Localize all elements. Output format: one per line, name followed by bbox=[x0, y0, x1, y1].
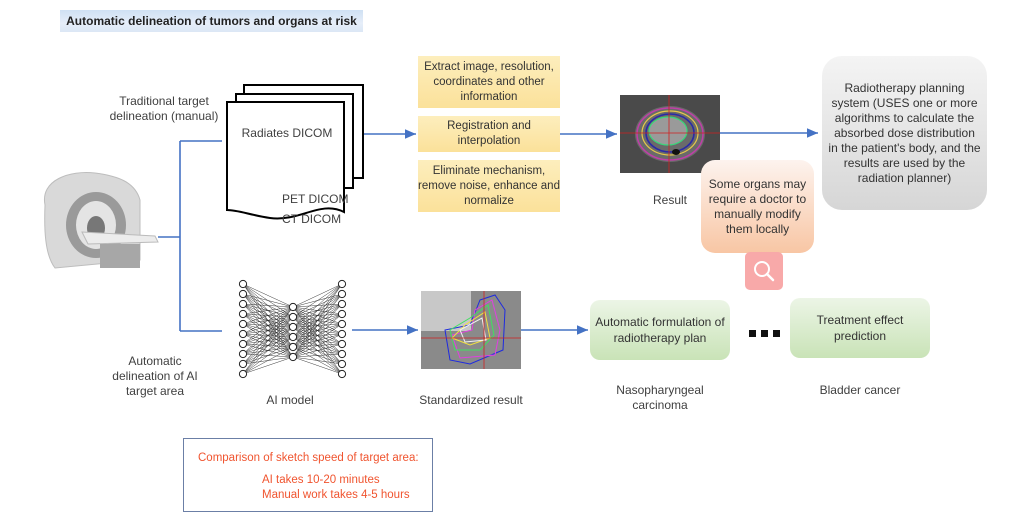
page-title: Automatic delineation of tumors and orga… bbox=[60, 10, 363, 32]
neuron-node bbox=[337, 299, 347, 309]
bladder-caption: Bladder cancer bbox=[819, 383, 901, 397]
neuron-node bbox=[238, 319, 248, 329]
comparison-ai: AI takes 10-20 minutes bbox=[262, 474, 380, 486]
neuron-node bbox=[288, 352, 298, 362]
ai-branch-label: Automatic delineation of AI target area bbox=[112, 354, 198, 398]
mri-scanner-icon bbox=[44, 171, 159, 269]
neuron-node bbox=[238, 339, 248, 349]
neuron-node bbox=[238, 299, 248, 309]
neuron-node bbox=[238, 359, 248, 369]
neuron-node bbox=[337, 289, 347, 299]
search-icon bbox=[754, 261, 775, 282]
comparison-heading: Comparison of sketch speed of target are… bbox=[198, 452, 419, 464]
neuron-node bbox=[288, 302, 298, 312]
neuron-node bbox=[288, 342, 298, 352]
preprocess-step-denoise: Eliminate mechanism, remove noise, enhan… bbox=[418, 160, 560, 212]
neuron-node bbox=[288, 322, 298, 332]
effect-prediction-box: Treatment effect prediction bbox=[790, 298, 930, 358]
ai-model-label: AI model bbox=[266, 393, 314, 407]
result-ct-image bbox=[620, 95, 720, 173]
ellipsis-icon-dot bbox=[773, 330, 780, 337]
pet-dicom-label: PET DICOM bbox=[282, 192, 349, 206]
neuron-node bbox=[337, 319, 347, 329]
standardized-result-image bbox=[421, 291, 521, 369]
neuron-node bbox=[337, 349, 347, 359]
neuron-node bbox=[238, 349, 248, 359]
neuron-node bbox=[288, 332, 298, 342]
neuron-node bbox=[337, 359, 347, 369]
standardized-result-label: Standardized result bbox=[419, 393, 523, 407]
neuron-node bbox=[238, 369, 248, 379]
ellipsis-icon-dot bbox=[761, 330, 768, 337]
neuron-node bbox=[238, 329, 248, 339]
search-button[interactable] bbox=[745, 252, 783, 290]
neuron-node bbox=[337, 369, 347, 379]
speed-comparison-box: Comparison of sketch speed of target are… bbox=[183, 438, 433, 512]
neuron-node bbox=[238, 309, 248, 319]
preprocess-step-extract: Extract image, resolution, coordinates a… bbox=[418, 56, 560, 108]
auto-plan-box: Automatic formulation of radiotherapy pl… bbox=[590, 300, 730, 360]
planning-system-box: Radiotherapy planning system (USES one o… bbox=[822, 56, 987, 210]
manual-modify-note: Some organs may require a doctor to manu… bbox=[701, 160, 814, 253]
neuron-node bbox=[337, 329, 347, 339]
neuron-node bbox=[288, 312, 298, 322]
branch-connector bbox=[158, 140, 222, 332]
neuron-node bbox=[337, 309, 347, 319]
neuron-node bbox=[238, 279, 248, 289]
ct-dicom-label: CT DICOM bbox=[282, 212, 342, 226]
comparison-manual: Manual work takes 4-5 hours bbox=[262, 489, 410, 501]
neuron-node bbox=[337, 279, 347, 289]
neuron-node bbox=[238, 289, 248, 299]
neural-network-icon bbox=[238, 279, 347, 379]
dicom-stack-label: Radiates DICOM bbox=[241, 126, 333, 140]
nasopharyngeal-caption: Nasopharyngeal carcinoma bbox=[616, 383, 704, 412]
ellipsis-icon-dot bbox=[749, 330, 756, 337]
neuron-node bbox=[337, 339, 347, 349]
traditional-branch-label: Traditional target delineation (manual) bbox=[109, 94, 219, 123]
preprocess-step-registration: Registration and interpolation bbox=[418, 116, 560, 152]
dicom-stack-icon bbox=[226, 84, 364, 220]
result-label: Result bbox=[652, 193, 687, 207]
